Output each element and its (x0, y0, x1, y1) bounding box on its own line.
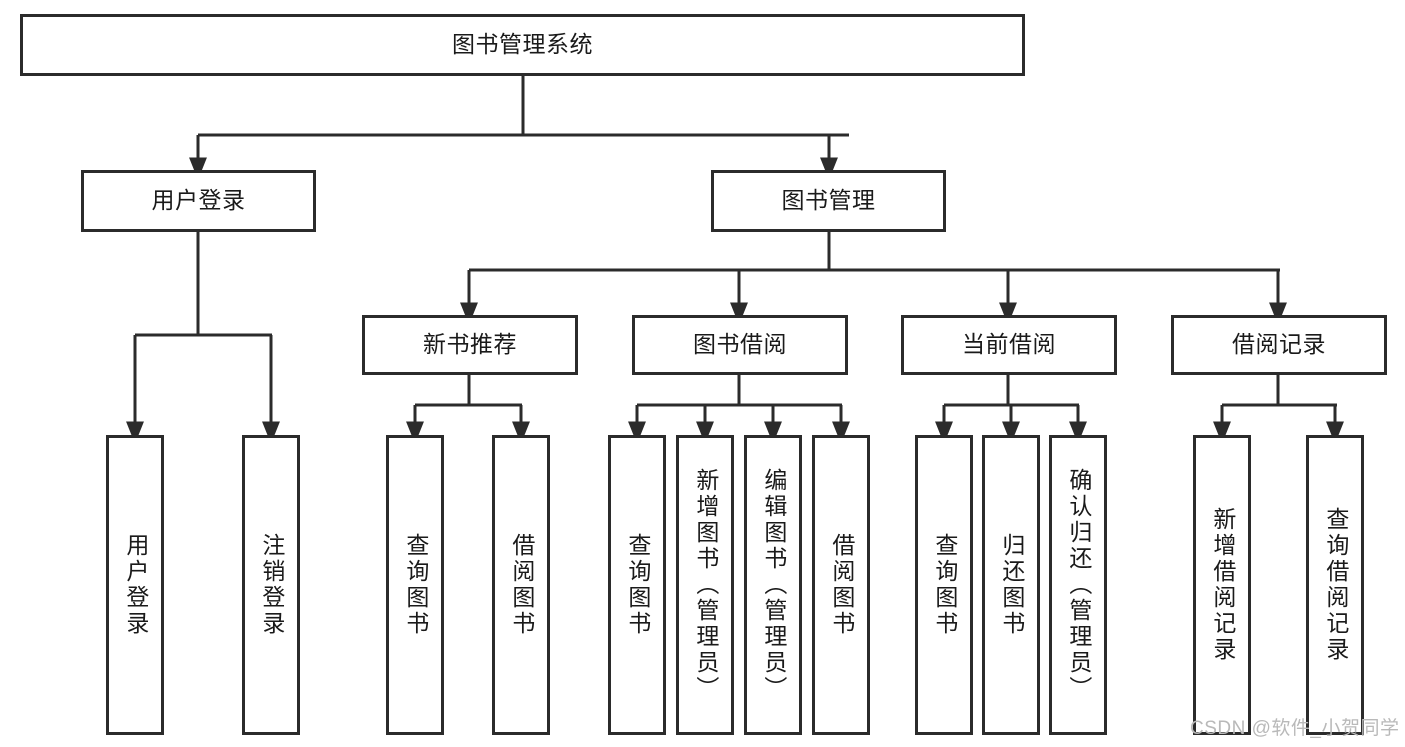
node-leaf-query-book-borrow[interactable]: 查询图书 (608, 435, 666, 735)
node-leaf-query-borrow-record[interactable]: 查询借阅记录 (1306, 435, 1364, 735)
node-leaf-return-book[interactable]: 归还图书 (982, 435, 1040, 735)
node-label: 借阅记录 (1232, 331, 1326, 358)
csdn-watermark: CSDN @软件_小贺同学 (1190, 718, 1400, 739)
node-leaf-edit-book-admin[interactable]: 编辑图书（管理员） (744, 435, 802, 735)
node-leaf-add-borrow-record[interactable]: 新增借阅记录 (1193, 435, 1251, 735)
node-label: 图书管理系统 (452, 31, 593, 58)
node-label: 借阅图书 (508, 533, 535, 637)
node-leaf-user-login[interactable]: 用户登录 (106, 435, 164, 735)
node-label: 注销登录 (258, 533, 285, 637)
node-label: 图书管理 (781, 187, 876, 214)
node-leaf-confirm-return-admin[interactable]: 确认归还（管理员） (1049, 435, 1107, 735)
node-leaf-borrow-book-recommend[interactable]: 借阅图书 (492, 435, 550, 735)
node-book-borrow[interactable]: 图书借阅 (632, 315, 848, 375)
node-leaf-query-book-current[interactable]: 查询图书 (915, 435, 973, 735)
node-current-borrow[interactable]: 当前借阅 (901, 315, 1117, 375)
node-label: 图书借阅 (693, 331, 787, 358)
node-leaf-borrow-book[interactable]: 借阅图书 (812, 435, 870, 735)
node-user-login[interactable]: 用户登录 (81, 170, 316, 232)
node-new-book-recommend[interactable]: 新书推荐 (362, 315, 578, 375)
node-label: 确认归还（管理员） (1065, 468, 1092, 702)
node-borrow-record[interactable]: 借阅记录 (1171, 315, 1387, 375)
node-label: 用户登录 (151, 187, 246, 214)
node-label: 新书推荐 (423, 331, 517, 358)
node-label: 查询图书 (931, 533, 958, 637)
node-leaf-logout[interactable]: 注销登录 (242, 435, 300, 735)
node-book-management[interactable]: 图书管理 (711, 170, 946, 232)
node-label: 新增图书（管理员） (692, 468, 719, 702)
node-leaf-query-book-recommend[interactable]: 查询图书 (386, 435, 444, 735)
node-label: 用户登录 (122, 533, 149, 637)
node-label: 新增借阅记录 (1209, 507, 1236, 663)
node-label: 查询图书 (624, 533, 651, 637)
node-leaf-add-book-admin[interactable]: 新增图书（管理员） (676, 435, 734, 735)
node-label: 查询图书 (402, 533, 429, 637)
node-label: 编辑图书（管理员） (760, 468, 787, 702)
node-label: 借阅图书 (828, 533, 855, 637)
node-label: 归还图书 (998, 533, 1025, 637)
node-label: 当前借阅 (962, 331, 1056, 358)
node-label: 查询借阅记录 (1322, 507, 1349, 663)
node-root-system[interactable]: 图书管理系统 (20, 14, 1025, 76)
